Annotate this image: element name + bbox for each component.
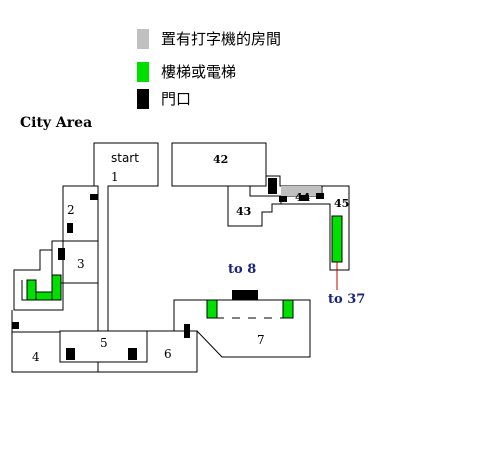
room-45-outline: [281, 185, 350, 271]
door-4[interactable]: [12, 322, 19, 329]
room-7-outline: [147, 299, 311, 358]
stairs-to-37[interactable]: [331, 215, 343, 263]
door-44-45-b[interactable]: [316, 193, 324, 199]
room-4-outline: [11, 310, 99, 373]
door-6-7[interactable]: [184, 324, 190, 338]
door-44-45-a[interactable]: [299, 195, 309, 201]
typewriter-room-44: [281, 186, 321, 196]
room-2-label: 2: [67, 203, 75, 217]
room-6-outline: [97, 330, 198, 373]
room-1-label: 1: [111, 170, 119, 184]
door-1-2[interactable]: [90, 194, 98, 200]
door-43-44[interactable]: [279, 196, 287, 202]
typewriter-room-swatch: [137, 29, 149, 49]
door-42-44[interactable]: [268, 178, 277, 194]
room-7-label: 7: [257, 333, 265, 347]
room-6-label: 6: [164, 347, 172, 361]
room-42-outline: [171, 142, 267, 187]
stairs-west-c[interactable]: [51, 274, 62, 301]
door-3[interactable]: [58, 248, 65, 260]
door-5-6[interactable]: [128, 348, 137, 360]
room-43-outline: [227, 185, 282, 227]
link-to-8-label[interactable]: to 8: [228, 262, 256, 277]
room-42-label: 42: [213, 153, 228, 166]
stairs-swatch: [137, 62, 149, 82]
map-title: City Area: [20, 115, 93, 131]
door-swatch: [137, 89, 149, 109]
legend: 置有打字機的房間 樓梯或電梯 門口: [0, 0, 499, 112]
room-5-label: 5: [100, 336, 108, 350]
west-corridor-outline: [13, 241, 64, 311]
link-to-37-label[interactable]: to 37: [328, 292, 365, 307]
room-3-label: 3: [77, 257, 85, 271]
door-2[interactable]: [67, 223, 73, 233]
start-label: start: [111, 151, 139, 165]
legend-label: 樓梯或電梯: [161, 63, 237, 81]
stairs: [26, 215, 343, 319]
stairs-room-7-right[interactable]: [282, 299, 294, 319]
legend-label: 門口: [161, 90, 192, 108]
room-1-outline: [93, 142, 159, 332]
doors: [12, 178, 324, 360]
door-5-4[interactable]: [66, 348, 75, 360]
legend-label: 置有打字機的房間: [161, 30, 282, 48]
room-43-label: 43: [236, 205, 251, 218]
door-to-8[interactable]: [232, 290, 258, 300]
room-44-label: 44: [295, 191, 311, 204]
stairs-room-7-left[interactable]: [206, 299, 218, 319]
room-3-outline: [51, 240, 99, 284]
room-45-label: 45: [334, 197, 349, 210]
room-4-label: 4: [32, 350, 40, 364]
stairs-west-a[interactable]: [26, 279, 37, 301]
